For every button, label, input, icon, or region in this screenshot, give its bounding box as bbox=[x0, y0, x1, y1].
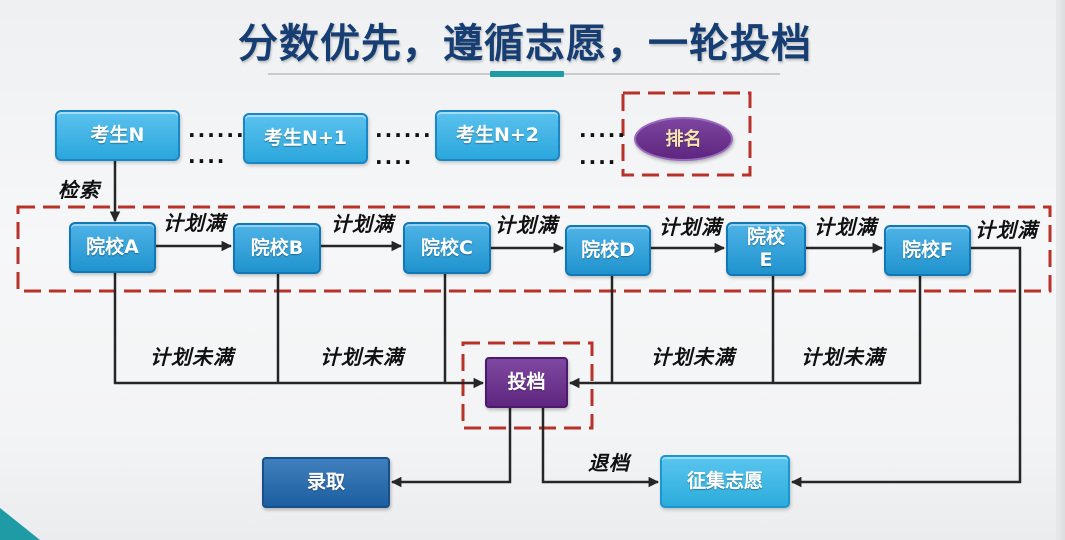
rank-highlight-frame bbox=[621, 91, 752, 177]
admission-box: 录取 bbox=[262, 457, 390, 508]
plan-not-full-label: 计划未满 bbox=[651, 345, 735, 369]
ellipsis-dots: .... bbox=[375, 145, 414, 169]
arrow-college-f-to-solicitation bbox=[790, 246, 1022, 488]
college-row-highlight-frame bbox=[16, 205, 1052, 293]
plan-full-label: 计划满 bbox=[814, 215, 877, 239]
plan-full-label: 计划满 bbox=[659, 215, 722, 239]
ellipsis-dots: ..... bbox=[579, 118, 627, 142]
title-underline-accent bbox=[490, 71, 564, 77]
college-e-box: 院校 E bbox=[726, 222, 806, 276]
candidate-n-plus-1-box: 考生N+1 bbox=[243, 113, 368, 164]
candidate-n-box: 考生N bbox=[55, 110, 180, 161]
corner-decoration bbox=[0, 508, 40, 540]
arrow-filing-to-solicitation bbox=[541, 408, 660, 488]
filing-highlight-frame bbox=[461, 341, 594, 430]
college-d-box: 院校D bbox=[565, 225, 651, 276]
plan-full-label: 计划满 bbox=[163, 211, 226, 235]
ellipsis-dots: .... bbox=[188, 144, 227, 168]
plan-full-label: 计划满 bbox=[331, 212, 394, 236]
college-f-box: 院校F bbox=[884, 225, 971, 276]
highlight-frames bbox=[16, 91, 1052, 430]
right-edge-band bbox=[1056, 0, 1065, 540]
plan-full-label: 计划满 bbox=[975, 218, 1038, 242]
plan-not-full-label: 计划未满 bbox=[150, 345, 234, 369]
college-b-box: 院校B bbox=[233, 223, 321, 274]
rank-oval: 排名 bbox=[634, 117, 733, 161]
arrow-filing-to-admission bbox=[390, 408, 512, 488]
ellipsis-dots: ...... bbox=[188, 118, 246, 142]
plan-full-label: 计划满 bbox=[495, 213, 558, 237]
ellipsis-dots: ...... bbox=[375, 118, 433, 142]
candidate-n-plus-2-box: 考生N+2 bbox=[435, 110, 560, 161]
search-label: 检索 bbox=[58, 178, 100, 202]
withdraw-label: 退档 bbox=[588, 451, 630, 475]
filing-box: 投档 bbox=[485, 357, 568, 408]
college-a-box: 院校A bbox=[69, 222, 156, 273]
page-title: 分数优先，遵循志愿，一轮投档 bbox=[238, 21, 812, 67]
solicitation-box: 征集志愿 bbox=[660, 455, 790, 508]
ellipsis-dots: .... bbox=[579, 145, 618, 169]
plan-not-full-label: 计划未满 bbox=[320, 345, 404, 369]
connectors bbox=[109, 161, 1022, 488]
plan-not-full-label: 计划未满 bbox=[801, 345, 885, 369]
college-c-box: 院校C bbox=[403, 222, 491, 274]
